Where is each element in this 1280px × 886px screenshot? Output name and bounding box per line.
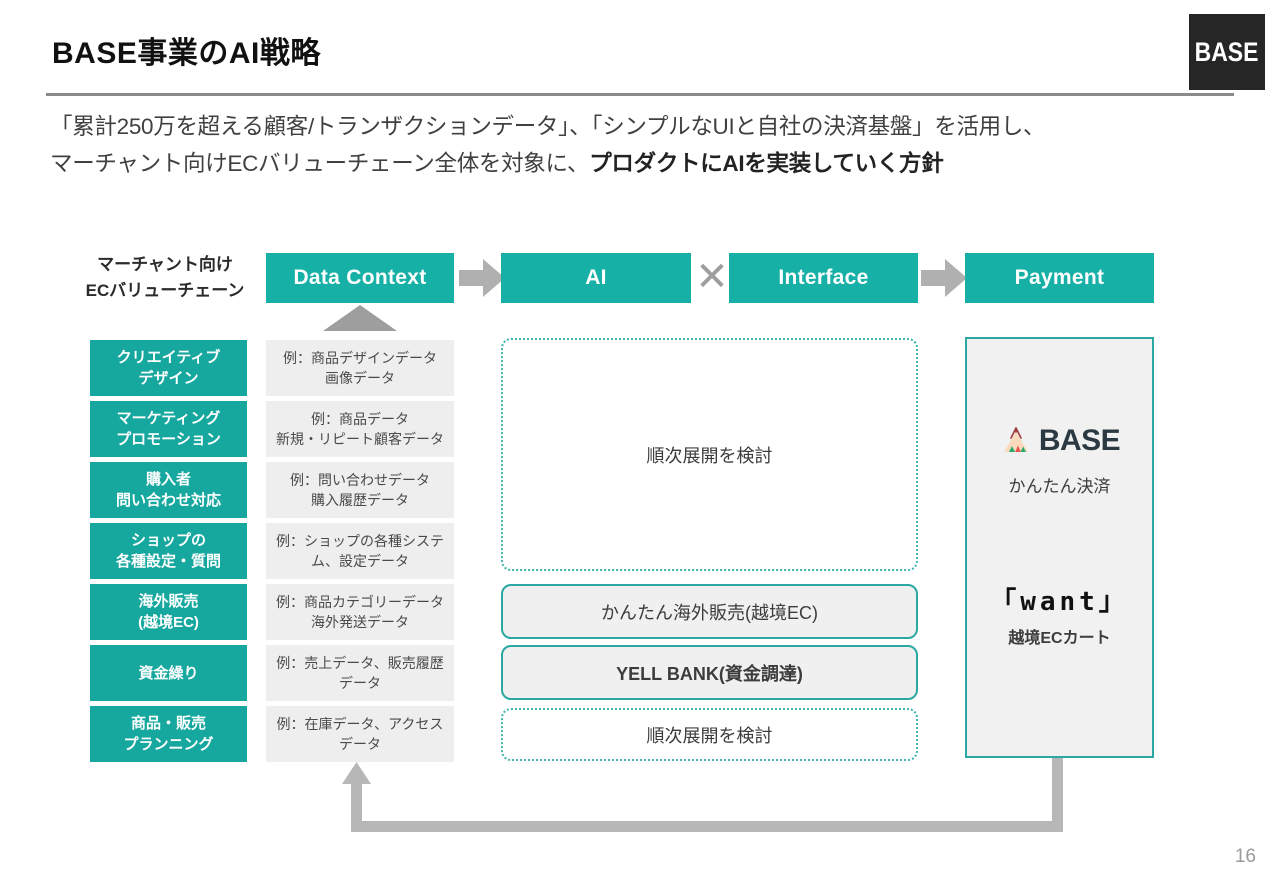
column-header-data-context[interactable]: Data Context [266,253,454,303]
column-header-payment[interactable]: Payment [965,253,1154,303]
loop-arrow-vertical-left [351,778,362,826]
data-cell-5-line-2: データ [339,675,381,691]
data-cell-6: 例：在庫データ、アクセス データ [266,706,454,762]
chain-cell-6-line-1: 商品・販売 [130,715,206,732]
chain-cell-0[interactable]: クリエイティブ デザイン [90,340,247,396]
chain-cell-2-line-1: 購入者 [145,471,191,488]
payment-caption-easy-settlement: かんたん決済 [1008,477,1111,496]
chain-cell-1[interactable]: マーケティング プロモーション [90,401,247,457]
loop-arrow-vertical-right [1052,758,1063,828]
loop-arrow-horizontal [351,821,1063,832]
subtitle-line-2-normal: マーチャント向けECバリューチェーン全体を対象に、 [50,151,590,176]
panel-ai-roadmap[interactable]: 順次展開を検討 [501,338,918,571]
chain-cell-3-line-1: ショップの [130,532,206,549]
data-cell-3-line-1: 例：ショップの各種システ [276,533,444,549]
chain-cell-5-line-1: 資金繰り [138,664,199,682]
subtitle-line-2: マーチャント向けECバリューチェーン全体を対象に、プロダクトにAIを実装していく… [50,145,1210,182]
value-chain-label-line-1: マーチャント向け [97,255,233,274]
chain-cell-4[interactable]: 海外販売 (越境EC) [90,584,247,640]
data-cell-3-line-2: ム、設定データ [311,553,409,569]
payment-panel[interactable]: BASE かんたん決済 「want」 越境ECカート [965,337,1154,758]
chain-cell-4-line-2: (越境EC) [138,614,199,631]
panel-cross-border-ec[interactable]: かんたん海外販売(越境EC) [501,584,918,639]
data-cell-1: 例：商品データ 新規・リピート顧客データ [266,401,454,457]
data-cell-1-line-1: 例：商品データ [311,411,409,427]
data-cell-4-line-2: 海外発送データ [311,614,409,630]
chain-cell-2[interactable]: 購入者 問い合わせ対応 [90,462,247,518]
chain-cell-0-line-1: クリエイティブ [116,349,221,366]
loop-arrow-head-icon [342,762,371,784]
data-cell-4-line-1: 例：商品カテゴリーデータ [276,594,444,610]
chain-cell-1-line-2: プロモーション [116,431,221,448]
data-cell-2: 例：問い合わせデータ 購入履歴データ [266,462,454,518]
data-cell-6-line-1: 例：在庫データ、アクセス [276,716,444,732]
data-cell-5-line-1: 例：売上データ、販売履歴 [276,655,444,671]
data-cell-1-line-2: 新規・リピート顧客データ [276,431,444,447]
chain-cell-0-line-2: デザイン [138,370,199,387]
chain-cell-5[interactable]: 資金繰り [90,645,247,701]
base-logo-text: BASE [1195,36,1259,67]
payment-caption-cross-border-cart: 越境ECカート [1008,630,1111,647]
column-header-interface[interactable]: Interface [729,253,918,303]
base-tent-icon [1003,427,1028,452]
data-cell-2-line-2: 購入履歴データ [311,492,409,508]
arrow-up-triangle-icon [323,305,397,331]
arrow-right-icon-2 [921,259,967,297]
data-cell-2-line-1: 例：問い合わせデータ [290,472,430,488]
value-chain-label: マーチャント向け ECバリューチェーン [72,252,258,304]
base-wordmark: BASE [1038,424,1121,457]
chain-cell-6-line-2: プランニング [123,736,214,753]
chain-cell-2-line-2: 問い合わせ対応 [115,492,221,509]
panel-yell-bank[interactable]: YELL BANK(資金調達) [501,645,918,700]
chain-cell-3-line-2: 各種設定・質問 [115,553,221,570]
data-cell-4: 例：商品カテゴリーデータ 海外発送データ [266,584,454,640]
chain-cell-3[interactable]: ショップの 各種設定・質問 [90,523,247,579]
subtitle-block: 「累計250万を超える顧客/トランザクションデータ」、「シンプルなUIと自社の決… [50,108,1210,182]
arrow-right-icon-1 [459,259,505,297]
want-wordmark: 「want」 [990,587,1129,617]
data-cell-6-line-2: データ [338,736,381,752]
chain-cell-6[interactable]: 商品・販売 プランニング [90,706,247,762]
data-cell-0-line-1: 例：商品デザインデータ [283,350,437,366]
subtitle-line-1: 「累計250万を超える顧客/トランザクションデータ」、「シンプルなUIと自社の決… [50,114,1046,139]
data-cell-0-line-2: 画像データ [325,370,395,386]
chain-cell-4-line-1: 海外販売 [138,593,199,610]
page-number: 16 [1234,846,1256,867]
chain-cell-1-line-1: マーケティング [116,410,221,427]
data-cell-3: 例：ショップの各種システ ム、設定データ [266,523,454,579]
panel-planning-roadmap[interactable]: 順次展開を検討 [501,708,918,761]
base-brand-logo: BASE [1189,14,1265,90]
subtitle-line-2-bold: プロダクトにAIを実装していく方針 [589,151,944,176]
data-cell-0: 例：商品デザインデータ 画像データ [266,340,454,396]
multiply-icon: ✕ [695,255,729,299]
column-header-ai[interactable]: AI [501,253,691,303]
data-cell-5: 例：売上データ、販売履歴 データ [266,645,454,701]
value-chain-label-line-2: ECバリューチェーン [85,281,245,300]
header-divider [46,93,1234,96]
page-title: BASE事業のAI戦略 [52,37,321,70]
base-product-logo: BASE [967,424,1152,458]
